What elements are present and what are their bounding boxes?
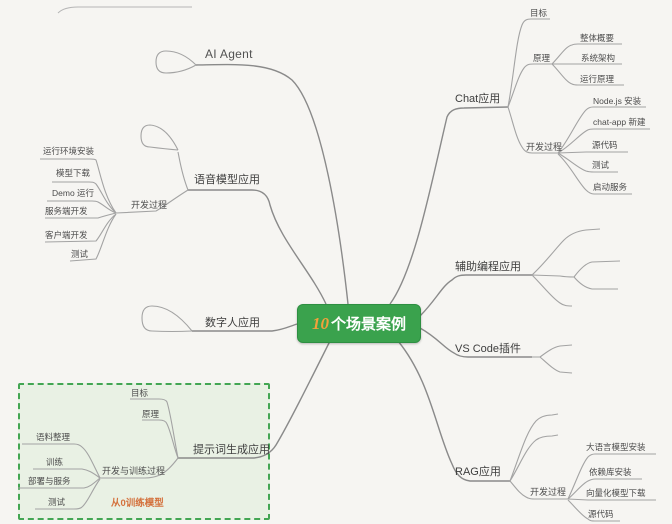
leaf-voice-demo-run[interactable]: Demo 运行 [52,188,95,198]
leaf-prompt-training[interactable]: 训练 [46,457,64,467]
clipped-branch-line [57,6,192,14]
node-ai-agent[interactable]: AI Agent [205,47,253,61]
leaf-rag-vector-model[interactable]: 向量化模型下载 [586,488,646,498]
leaf-voice-client-dev[interactable]: 客户端开发 [45,230,88,240]
leaf-chat-app-create[interactable]: chat-app 新建 [593,117,646,127]
sub-branch-lines [18,18,656,522]
leaf-rag-source[interactable]: 源代码 [588,509,614,519]
leaf-prompt-test[interactable]: 测试 [48,497,66,507]
node-rag-process[interactable]: 开发过程 [530,487,567,497]
collapsed-subtree-icon[interactable] [141,305,193,333]
leaf-chat-runtime[interactable]: 运行原理 [580,74,615,84]
node-chat-principle[interactable]: 原理 [533,53,551,63]
leaf-prompt-corpus[interactable]: 语料整理 [36,432,71,442]
leaf-chat-architecture[interactable]: 系统架构 [581,53,616,63]
collapsed-subtree-icon[interactable] [155,50,197,74]
node-prompt-app[interactable]: 提示词生成应用 [193,444,270,456]
training-boundary-box [18,383,270,520]
node-chat-app[interactable]: Chat应用 [455,93,501,105]
leaf-chat-source[interactable]: 源代码 [592,140,618,150]
leaf-chat-goal[interactable]: 目标 [530,8,548,18]
node-rag-app[interactable]: RAG应用 [455,466,501,478]
collapsed-subtree-icon[interactable] [140,124,179,151]
node-digital-human-app[interactable]: 数字人应用 [205,317,260,329]
leaf-voice-test[interactable]: 测试 [71,249,89,259]
leaf-voice-env-install[interactable]: 运行环境安装 [43,146,95,156]
central-topic-label: 个场景案例 [330,316,406,333]
central-topic-number: 10 [311,313,329,333]
leaf-chat-launch[interactable]: 启动服务 [593,182,628,192]
node-voice-app[interactable]: 语音模型应用 [194,174,260,186]
training-boundary-label[interactable]: 从0训练模型 [111,498,164,509]
node-voice-process[interactable]: 开发过程 [131,200,168,210]
leaf-prompt-goal[interactable]: 目标 [131,388,149,398]
leaf-rag-llm-install[interactable]: 大语言模型安装 [586,442,646,452]
node-vscode-plugin[interactable]: VS Code插件 [455,343,522,355]
leaf-prompt-principle[interactable]: 原理 [142,409,160,419]
leaf-voice-model-download[interactable]: 模型下载 [56,168,91,178]
node-coding-assist-app[interactable]: 辅助编程应用 [455,261,521,273]
leaf-chat-nodejs[interactable]: Node.js 安装 [593,96,642,106]
node-prompt-process[interactable]: 开发与训练过程 [102,466,166,476]
leaf-rag-deps-install[interactable]: 依赖库安装 [589,467,632,477]
collapsed-fork-icon[interactable] [573,260,621,290]
node-chat-process[interactable]: 开发过程 [526,142,563,152]
leaf-chat-test[interactable]: 测试 [592,160,610,170]
leaf-prompt-deploy[interactable]: 部署与服务 [28,476,71,486]
main-branch-lines [178,63,532,482]
leaf-chat-overview[interactable]: 整体概要 [580,33,615,43]
collapsed-fork-icon[interactable] [532,344,573,374]
leaf-voice-server-dev[interactable]: 服务端开发 [45,206,88,216]
